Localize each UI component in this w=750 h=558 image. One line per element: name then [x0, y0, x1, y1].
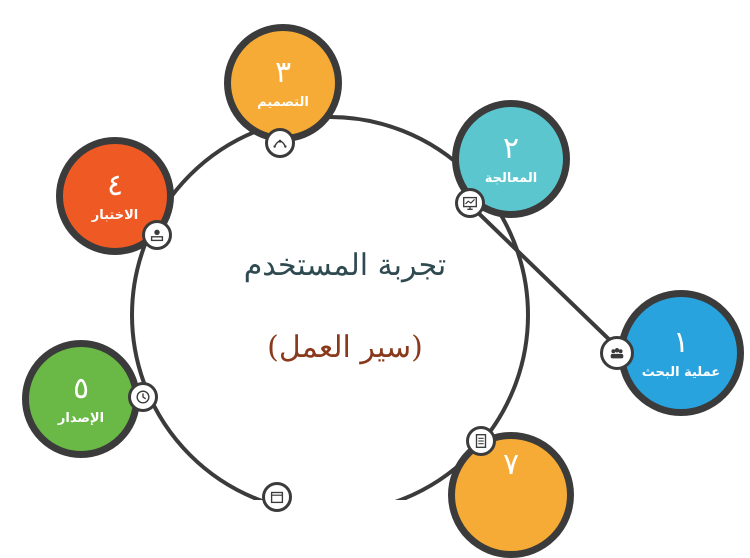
- monitor-chart-icon: [455, 188, 485, 218]
- clock-icon: [128, 382, 158, 412]
- connector-line: [466, 201, 622, 352]
- node-release: ٥ الإصدار: [22, 340, 140, 458]
- pen-tool-icon: [265, 128, 295, 158]
- node-number: ٧: [502, 447, 520, 482]
- node-number: ٥: [72, 370, 90, 406]
- node-label: عملية البحث: [641, 364, 721, 380]
- calendar-icon: [262, 482, 292, 512]
- node-processing: ٢ المعالجة: [452, 100, 570, 218]
- user-desk-icon: [142, 220, 172, 250]
- node-seven: ٧: [448, 432, 574, 558]
- diagram-subtitle: (سير العمل): [267, 330, 423, 365]
- node-number: ١: [672, 324, 690, 360]
- node-label: الاختبار: [91, 207, 139, 223]
- node-label: الإصدار: [57, 410, 105, 426]
- diagram-title: تجربة المستخدم: [243, 248, 447, 283]
- node-label: المعالجة: [484, 170, 538, 186]
- workflow-diagram: تجربة المستخدم (سير العمل) ٣ التصميم ٢ ا…: [22, 24, 744, 558]
- node-label: التصميم: [257, 94, 309, 110]
- node-testing: ٤ الاختبار: [56, 137, 174, 255]
- node-research: ١ عملية البحث: [618, 290, 744, 416]
- people-icon: [600, 336, 634, 370]
- document-icon: [466, 426, 496, 456]
- node-number: ٣: [274, 54, 292, 90]
- node-number: ٤: [106, 167, 124, 203]
- node-number: ٢: [502, 130, 520, 166]
- node-design: ٣ التصميم: [224, 24, 342, 142]
